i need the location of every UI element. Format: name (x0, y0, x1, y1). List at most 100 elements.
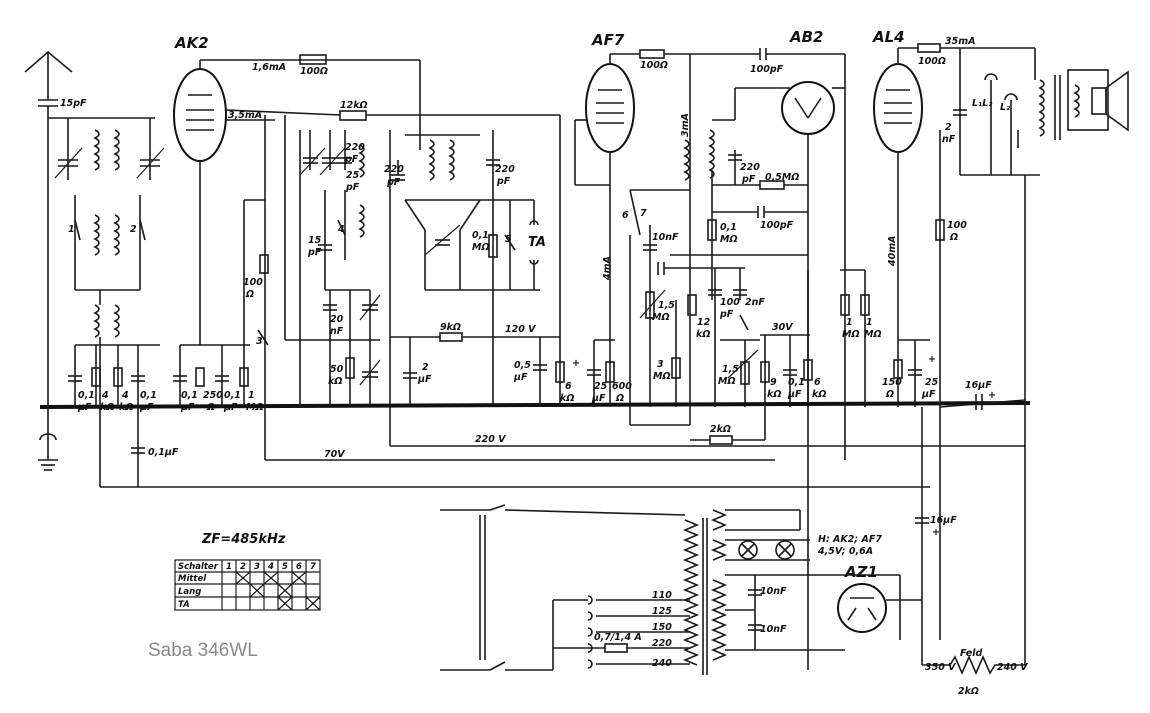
label: 20 (330, 314, 344, 325)
table-row-label: Mittel (178, 574, 207, 584)
label: 150 (652, 622, 672, 633)
table-header: 5 (282, 562, 288, 572)
label: μF (180, 402, 195, 413)
label: 2 (422, 362, 429, 373)
table-cross-mark (235, 571, 251, 585)
label: pF (345, 182, 360, 193)
table-cross-mark (305, 596, 321, 611)
label: 70V (324, 449, 345, 460)
label: kΩ (812, 389, 826, 400)
label: 35mA (945, 36, 975, 47)
label: L₂ (1000, 102, 1011, 113)
label: 30V (772, 322, 793, 333)
label: 4mA (602, 256, 613, 281)
label: 110 (652, 590, 672, 601)
label: μF (223, 402, 238, 413)
label: 50 (330, 364, 344, 375)
label: 3mA (680, 113, 691, 137)
label: MΩ (718, 376, 736, 387)
tube-ak2 (173, 68, 227, 162)
label: 125 (652, 606, 672, 617)
label: TA (528, 235, 546, 250)
label: 240 (652, 658, 672, 669)
label: 220 (652, 638, 672, 649)
table-header: 3 (254, 562, 260, 572)
label: Feld (960, 648, 982, 659)
label: MΩ (653, 371, 671, 382)
label: kΩ (100, 402, 114, 413)
label: 0,1 (140, 390, 157, 401)
label: 16μF (965, 380, 992, 391)
label: μF (417, 374, 432, 385)
table-header: 2 (240, 562, 246, 572)
heater-label: 4,5V; 0,6A (817, 546, 873, 557)
label: 0,5MΩ (765, 172, 799, 183)
label: μF (513, 372, 528, 383)
label: 150 (882, 377, 902, 388)
label: 220 (345, 142, 365, 153)
label: 100Ω (918, 56, 946, 67)
switch-table: Schalter 1 2 3 4 5 6 7 Mittel Lang TA (174, 559, 321, 611)
label: μF (787, 389, 802, 400)
label: 0,1 (788, 377, 805, 388)
label: 2kΩ (958, 686, 979, 697)
label: 15pF (60, 98, 87, 109)
label: 120 V (505, 324, 536, 335)
label: + (928, 354, 936, 365)
label: 25 (594, 381, 608, 392)
tube-az1 (837, 583, 887, 633)
label: 4 (101, 390, 109, 401)
label: L₁L₂ (972, 98, 993, 109)
label: kΩ (560, 393, 574, 404)
label: 100 (947, 220, 967, 231)
tube-ab2 (781, 81, 835, 135)
table-cross-mark (291, 571, 307, 585)
label: MΩ (246, 402, 264, 413)
label: μF (921, 389, 936, 400)
label: μF (77, 402, 92, 413)
label: 12 (697, 317, 711, 328)
field-coil-resistor (949, 655, 1025, 675)
label: 1,5 (722, 364, 739, 375)
table-cross-mark (277, 596, 293, 611)
table-cross-mark (277, 583, 293, 598)
label: pF (719, 309, 734, 320)
label: Ω (615, 393, 624, 404)
label: 6 (622, 210, 629, 221)
label: 4 (121, 390, 129, 401)
table-cross-mark (249, 583, 265, 598)
label: 16μF (930, 515, 957, 526)
pilot-lamp-icon (775, 540, 795, 560)
label: kΩ (328, 376, 342, 387)
label: MΩ (652, 312, 670, 323)
label: 2nF (745, 297, 765, 308)
table-header: Schalter (178, 562, 219, 572)
label: 1,6mA (252, 62, 286, 73)
label: MΩ (842, 329, 860, 340)
label: Ω (885, 389, 894, 400)
table-cross-mark (263, 571, 279, 585)
label: MΩ (864, 329, 882, 340)
label: pF (344, 154, 359, 165)
label: 220 (740, 162, 760, 173)
label: 10nF (760, 586, 787, 597)
label: 6 (814, 377, 821, 388)
label: pF (386, 177, 401, 188)
label: pF (741, 174, 756, 185)
label: 25 (346, 170, 360, 181)
label: 12kΩ (340, 100, 368, 111)
label: 0,1 (720, 222, 737, 233)
label: 5 (505, 234, 512, 245)
label: 9 (770, 377, 777, 388)
speaker-icon (1067, 69, 1129, 132)
label: 1 (846, 317, 853, 328)
table-row-label: TA (178, 600, 190, 610)
label: kΩ (696, 329, 710, 340)
label: 1 (248, 390, 255, 401)
table-header: 4 (267, 562, 274, 572)
label: 250 (203, 390, 223, 401)
table-header: 1 (226, 562, 232, 572)
label: + (988, 390, 996, 401)
label: 100pF (750, 64, 784, 75)
